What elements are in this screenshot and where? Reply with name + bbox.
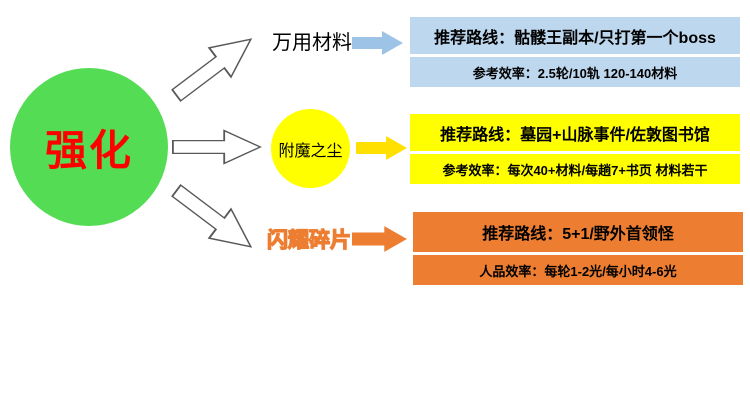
- route-row: 推荐路线：5+1/野外首领怪: [413, 212, 743, 252]
- connector-arrow-bottom-icon: [171, 183, 253, 248]
- efficiency-row: 参考效率：2.5轮/10轨 120-140材料: [410, 57, 740, 87]
- route-text: 推荐路线：5+1/野外首领怪: [482, 226, 674, 243]
- connector-arrow-top-icon: [171, 38, 253, 103]
- branch-node-universal-materials: 万用材料: [272, 32, 352, 54]
- branch-node-label: 附魔之尘: [278, 142, 343, 160]
- info-box-shining-shards: 推荐路线：5+1/野外首领怪 人品效率：每轮1-2光/每小时4-6光: [413, 212, 743, 285]
- branch-node-enchanting-dust: 附魔之尘: [271, 109, 350, 188]
- root-node-circle: 强化: [10, 68, 168, 226]
- flow-arrow-blue-icon: [352, 31, 403, 55]
- efficiency-row: 参考效率：每次40+材料/每趟7+书页 材料若干: [410, 154, 740, 184]
- route-text: 推荐路线：骷髅王副本/只打第一个boss: [434, 29, 716, 47]
- flow-arrow-orange-icon: [352, 226, 407, 252]
- efficiency-row: 人品效率：每轮1-2光/每小时4-6光: [413, 255, 743, 285]
- route-row: 推荐路线：墓园+山脉事件/佐敦图书馆: [410, 114, 740, 151]
- connector-arrow-middle-icon: [172, 129, 262, 165]
- flow-arrow-yellow-icon: [356, 136, 407, 160]
- efficiency-text: 参考效率：每次40+材料/每趟7+书页 材料若干: [442, 162, 708, 178]
- info-box-enchanting-dust: 推荐路线：墓园+山脉事件/佐敦图书馆 参考效率：每次40+材料/每趟7+书页 材…: [410, 114, 740, 184]
- route-text: 推荐路线：墓园+山脉事件/佐敦图书馆: [440, 126, 710, 144]
- root-node-label: 强化: [44, 126, 133, 174]
- efficiency-text: 人品效率：每轮1-2光/每小时4-6光: [479, 263, 677, 279]
- route-row: 推荐路线：骷髅王副本/只打第一个boss: [410, 17, 740, 54]
- branch-node-shining-shards: 闪耀碎片: [266, 228, 351, 252]
- info-box-universal-materials: 推荐路线：骷髅王副本/只打第一个boss 参考效率：2.5轮/10轨 120-1…: [410, 17, 740, 87]
- efficiency-text: 参考效率：2.5轮/10轨 120-140材料: [472, 65, 678, 81]
